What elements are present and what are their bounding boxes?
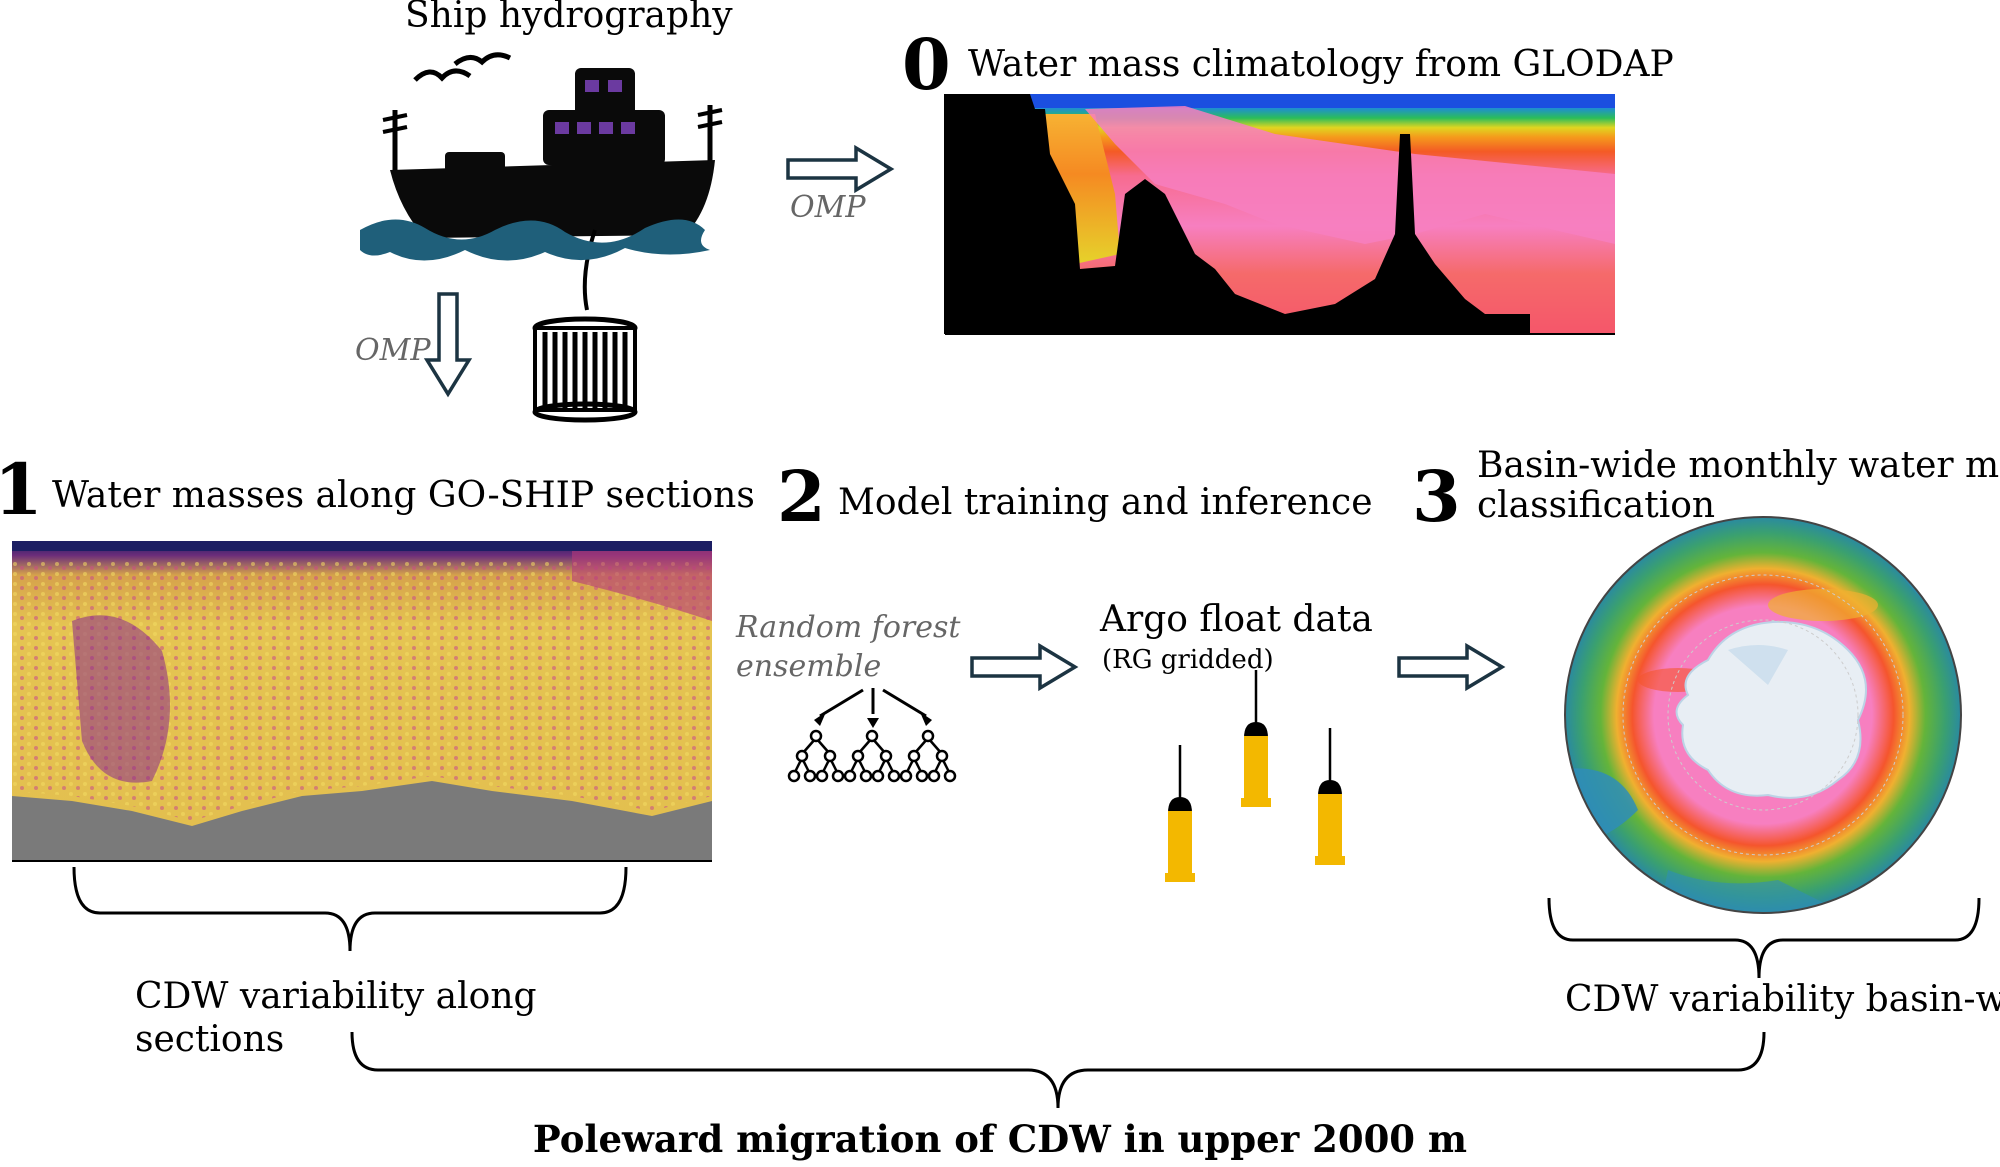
argo-float-sublabel: (RG gridded): [1102, 645, 1274, 675]
step-3-title: Basin-wide monthly water mass classifica…: [1477, 446, 2000, 525]
southern-ocean-map: [1564, 516, 1962, 914]
random-forest-tree-icon: [787, 688, 957, 783]
arrow-rf-to-argo: [970, 642, 1079, 692]
argo-float-icon-1: [1165, 745, 1195, 882]
step-2-number: 2: [777, 455, 826, 538]
omp-arrow-right: [786, 144, 895, 194]
step-3-number: 3: [1412, 455, 1461, 538]
conclusion-label: Poleward migration of CDW in upper 2000 …: [532, 1117, 1468, 1161]
birds-icon: [413, 52, 512, 82]
random-forest-label: Random forest ensemble: [736, 608, 960, 686]
argo-float-label: Argo float data: [1100, 599, 1373, 640]
step-0-number: 0: [902, 23, 951, 106]
argo-float-icon-2: [1241, 670, 1271, 807]
sections-label-line2: sections: [135, 1019, 285, 1061]
step-1-number: 1: [0, 448, 43, 531]
omp-label-down: OMP: [355, 333, 431, 368]
sections-label: CDW variability along sections: [135, 975, 537, 1061]
ctd-rosette-icon: [532, 316, 638, 423]
step-2-title: Model training and inference: [838, 482, 1373, 523]
omp-arrow-down: [423, 292, 473, 398]
step-3-title-line2: classification: [1477, 484, 1716, 526]
brace-basin: [1547, 897, 1981, 979]
random-forest-line1: Random forest: [736, 610, 961, 645]
brace-conclusion: [350, 1031, 1766, 1109]
argo-float-icon-3: [1315, 728, 1345, 865]
ship-hydrography-label: Ship hydrography: [405, 0, 733, 36]
step-1-title: Water masses along GO-SHIP sections: [52, 475, 755, 516]
glodap-climatology-section: [944, 94, 1615, 335]
basin-wide-label: CDW variability basin-wide: [1565, 979, 2000, 1020]
sections-label-line1: CDW variability along: [135, 976, 537, 1017]
brace-sections: [72, 866, 628, 952]
random-forest-line2: ensemble: [736, 649, 882, 684]
goship-sections-plot: [12, 541, 712, 862]
omp-label-right: OMP: [790, 190, 866, 225]
arrow-argo-to-basin: [1397, 642, 1506, 692]
ship-icon: [360, 68, 723, 311]
step-0-title: Water mass climatology from GLODAP: [968, 44, 1674, 85]
step-3-title-line1: Basin-wide monthly water mass: [1477, 445, 2000, 486]
